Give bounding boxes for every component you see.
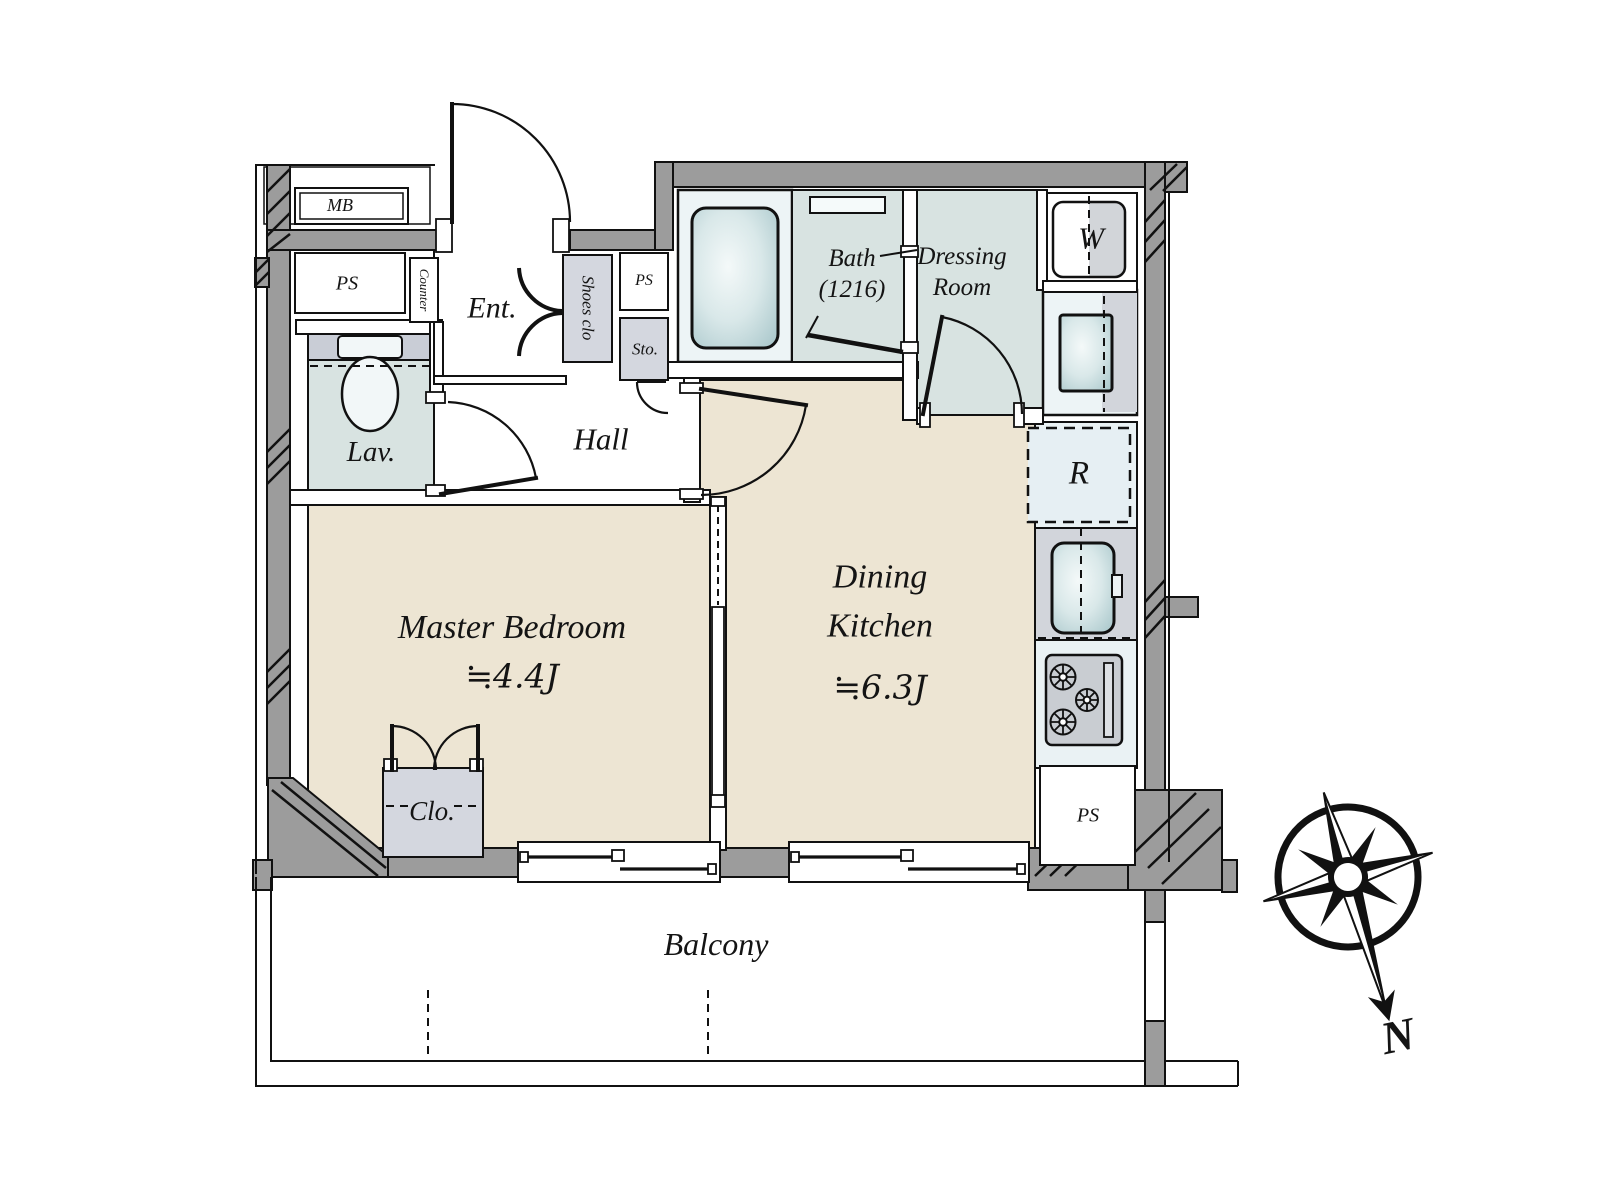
balcony-label: Balcony — [663, 926, 769, 962]
right-mid-fin — [1164, 596, 1199, 618]
doors — [383, 102, 1025, 772]
windows — [517, 841, 1030, 883]
entrance-step-line — [433, 375, 567, 385]
burner-3 — [1049, 708, 1077, 736]
washer-vanity-divider — [1042, 280, 1138, 293]
dressing-room-floor — [916, 189, 1044, 416]
pipe-space-bottom-label: PS — [1076, 804, 1100, 827]
grill — [1103, 662, 1114, 738]
fixtures — [310, 196, 1138, 747]
storage-box — [619, 317, 669, 381]
washer-niche-wall — [1036, 189, 1048, 291]
kitchen-sink — [1050, 541, 1116, 635]
bath-name: Bath — [828, 244, 876, 272]
dining-kitchen-area: ≒6.3J — [833, 667, 927, 707]
pillar-bump — [1221, 859, 1238, 893]
shoes-closet-box — [562, 254, 613, 363]
closet-label: Clo. — [409, 796, 455, 827]
shoes-closet-label: Shoes clo — [578, 275, 598, 341]
lavatory-label: Lav. — [346, 435, 396, 468]
closet-box — [382, 767, 484, 858]
window-1 — [517, 841, 721, 883]
master-bedroom-floor — [307, 504, 711, 851]
sliding-door-panel — [711, 606, 725, 798]
top-left-wall — [266, 229, 441, 251]
bath-counter — [809, 196, 886, 214]
master-bedroom-area: ≒4.4J — [465, 656, 559, 696]
pipe-space-top-label: PS — [335, 272, 359, 295]
bath-dressing-wall-lower — [902, 345, 918, 421]
lavatory-right-wall-upper — [429, 321, 444, 403]
bath-label-leaders — [805, 249, 918, 339]
balcony-structure — [255, 877, 1239, 1087]
counter-box — [409, 257, 439, 323]
window-2 — [788, 841, 1030, 883]
dk-door — [679, 382, 809, 500]
top-right-wall — [672, 161, 1146, 188]
burner-1 — [1049, 663, 1077, 691]
right-wall — [1144, 161, 1166, 791]
dining-kitchen-label: Dining Kitchen — [827, 558, 933, 645]
interior-walls — [289, 189, 1138, 768]
toilet — [310, 335, 432, 433]
entrance-label: Ent. — [467, 291, 517, 325]
storage-label: Sto. — [632, 339, 658, 359]
bath-bottom-wall — [667, 361, 919, 379]
dressing-room-label: Dressing Room — [917, 242, 1007, 301]
kitchen-counter — [1034, 527, 1138, 641]
shoes-closet-doors — [517, 267, 563, 357]
bottom-wall-pier — [716, 847, 792, 878]
pipe-space-bottom — [1039, 765, 1136, 866]
washing-machine-label: W — [1078, 220, 1104, 256]
storage-boxes — [294, 187, 1136, 866]
hall-label: Hall — [573, 421, 629, 457]
washing-machine-icon — [1051, 196, 1127, 282]
lavatory-door — [425, 391, 539, 497]
balcony-left-bump — [252, 859, 273, 891]
walls — [252, 161, 1238, 893]
bedroom-top-wall — [289, 489, 711, 506]
pipe-space-top — [294, 252, 406, 314]
dressing-door — [919, 314, 1025, 428]
bath-label: Bath (1216) — [819, 243, 886, 306]
top-step-wall — [654, 161, 674, 251]
burner-2 — [1075, 688, 1099, 712]
closet-doors — [383, 724, 484, 772]
compass-icon — [1263, 792, 1433, 1022]
meter-box-inner — [299, 192, 404, 220]
bath-size: (1216) — [818, 276, 886, 303]
bedroom-partition — [709, 496, 727, 851]
entrance-door — [435, 102, 572, 253]
top-mid-wall — [569, 229, 659, 251]
master-bedroom-label: Master Bedroom — [397, 608, 627, 646]
storage-door — [635, 381, 669, 415]
counter-label: Counter — [417, 268, 433, 312]
dining-kitchen-floor — [699, 379, 1036, 849]
outer-boundary — [255, 164, 1170, 874]
bathtub — [690, 206, 780, 350]
refrigerator-label: R — [1068, 455, 1090, 492]
pipe-space-mid-label: PS — [635, 272, 653, 289]
compass-north-arrow — [1338, 878, 1395, 1022]
faucet — [1111, 574, 1123, 598]
refrigerator-space — [1026, 426, 1132, 524]
meter-box-label: MB — [327, 194, 353, 215]
meter-box — [294, 187, 409, 225]
vanity-basin — [1058, 296, 1114, 412]
pipe-space-mid — [619, 252, 669, 311]
gas-stove — [1044, 653, 1124, 747]
